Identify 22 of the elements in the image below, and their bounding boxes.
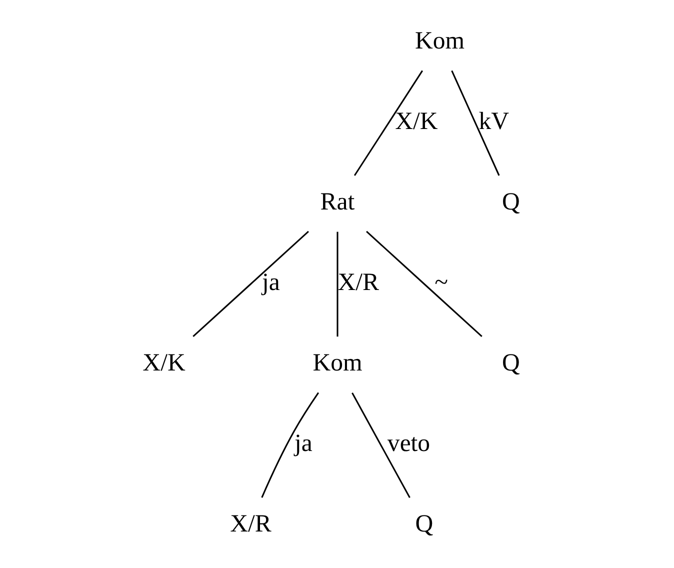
edge-label: ja xyxy=(294,430,312,457)
connector xyxy=(192,230,308,338)
connector xyxy=(450,70,500,176)
node-text: Rat xyxy=(320,188,354,216)
edge-label: X/R xyxy=(337,268,379,296)
edge-label: kV xyxy=(478,108,509,135)
node-text: X/R xyxy=(230,510,271,538)
edge-label: ~ xyxy=(434,268,448,296)
connector xyxy=(260,392,319,498)
node-text: Q xyxy=(502,349,520,376)
connector xyxy=(351,392,410,498)
node-text: Kom xyxy=(414,27,464,54)
node-text: Q xyxy=(414,510,433,538)
node-text: Kom xyxy=(312,349,362,376)
edge-label: X/K xyxy=(394,108,438,135)
edge-label: ja xyxy=(261,268,280,296)
node-text: Q xyxy=(502,188,520,216)
connector xyxy=(336,232,338,337)
node-text: X/K xyxy=(142,349,185,376)
connector xyxy=(366,230,482,338)
edge-label: veto xyxy=(386,430,430,457)
connector xyxy=(353,70,423,176)
